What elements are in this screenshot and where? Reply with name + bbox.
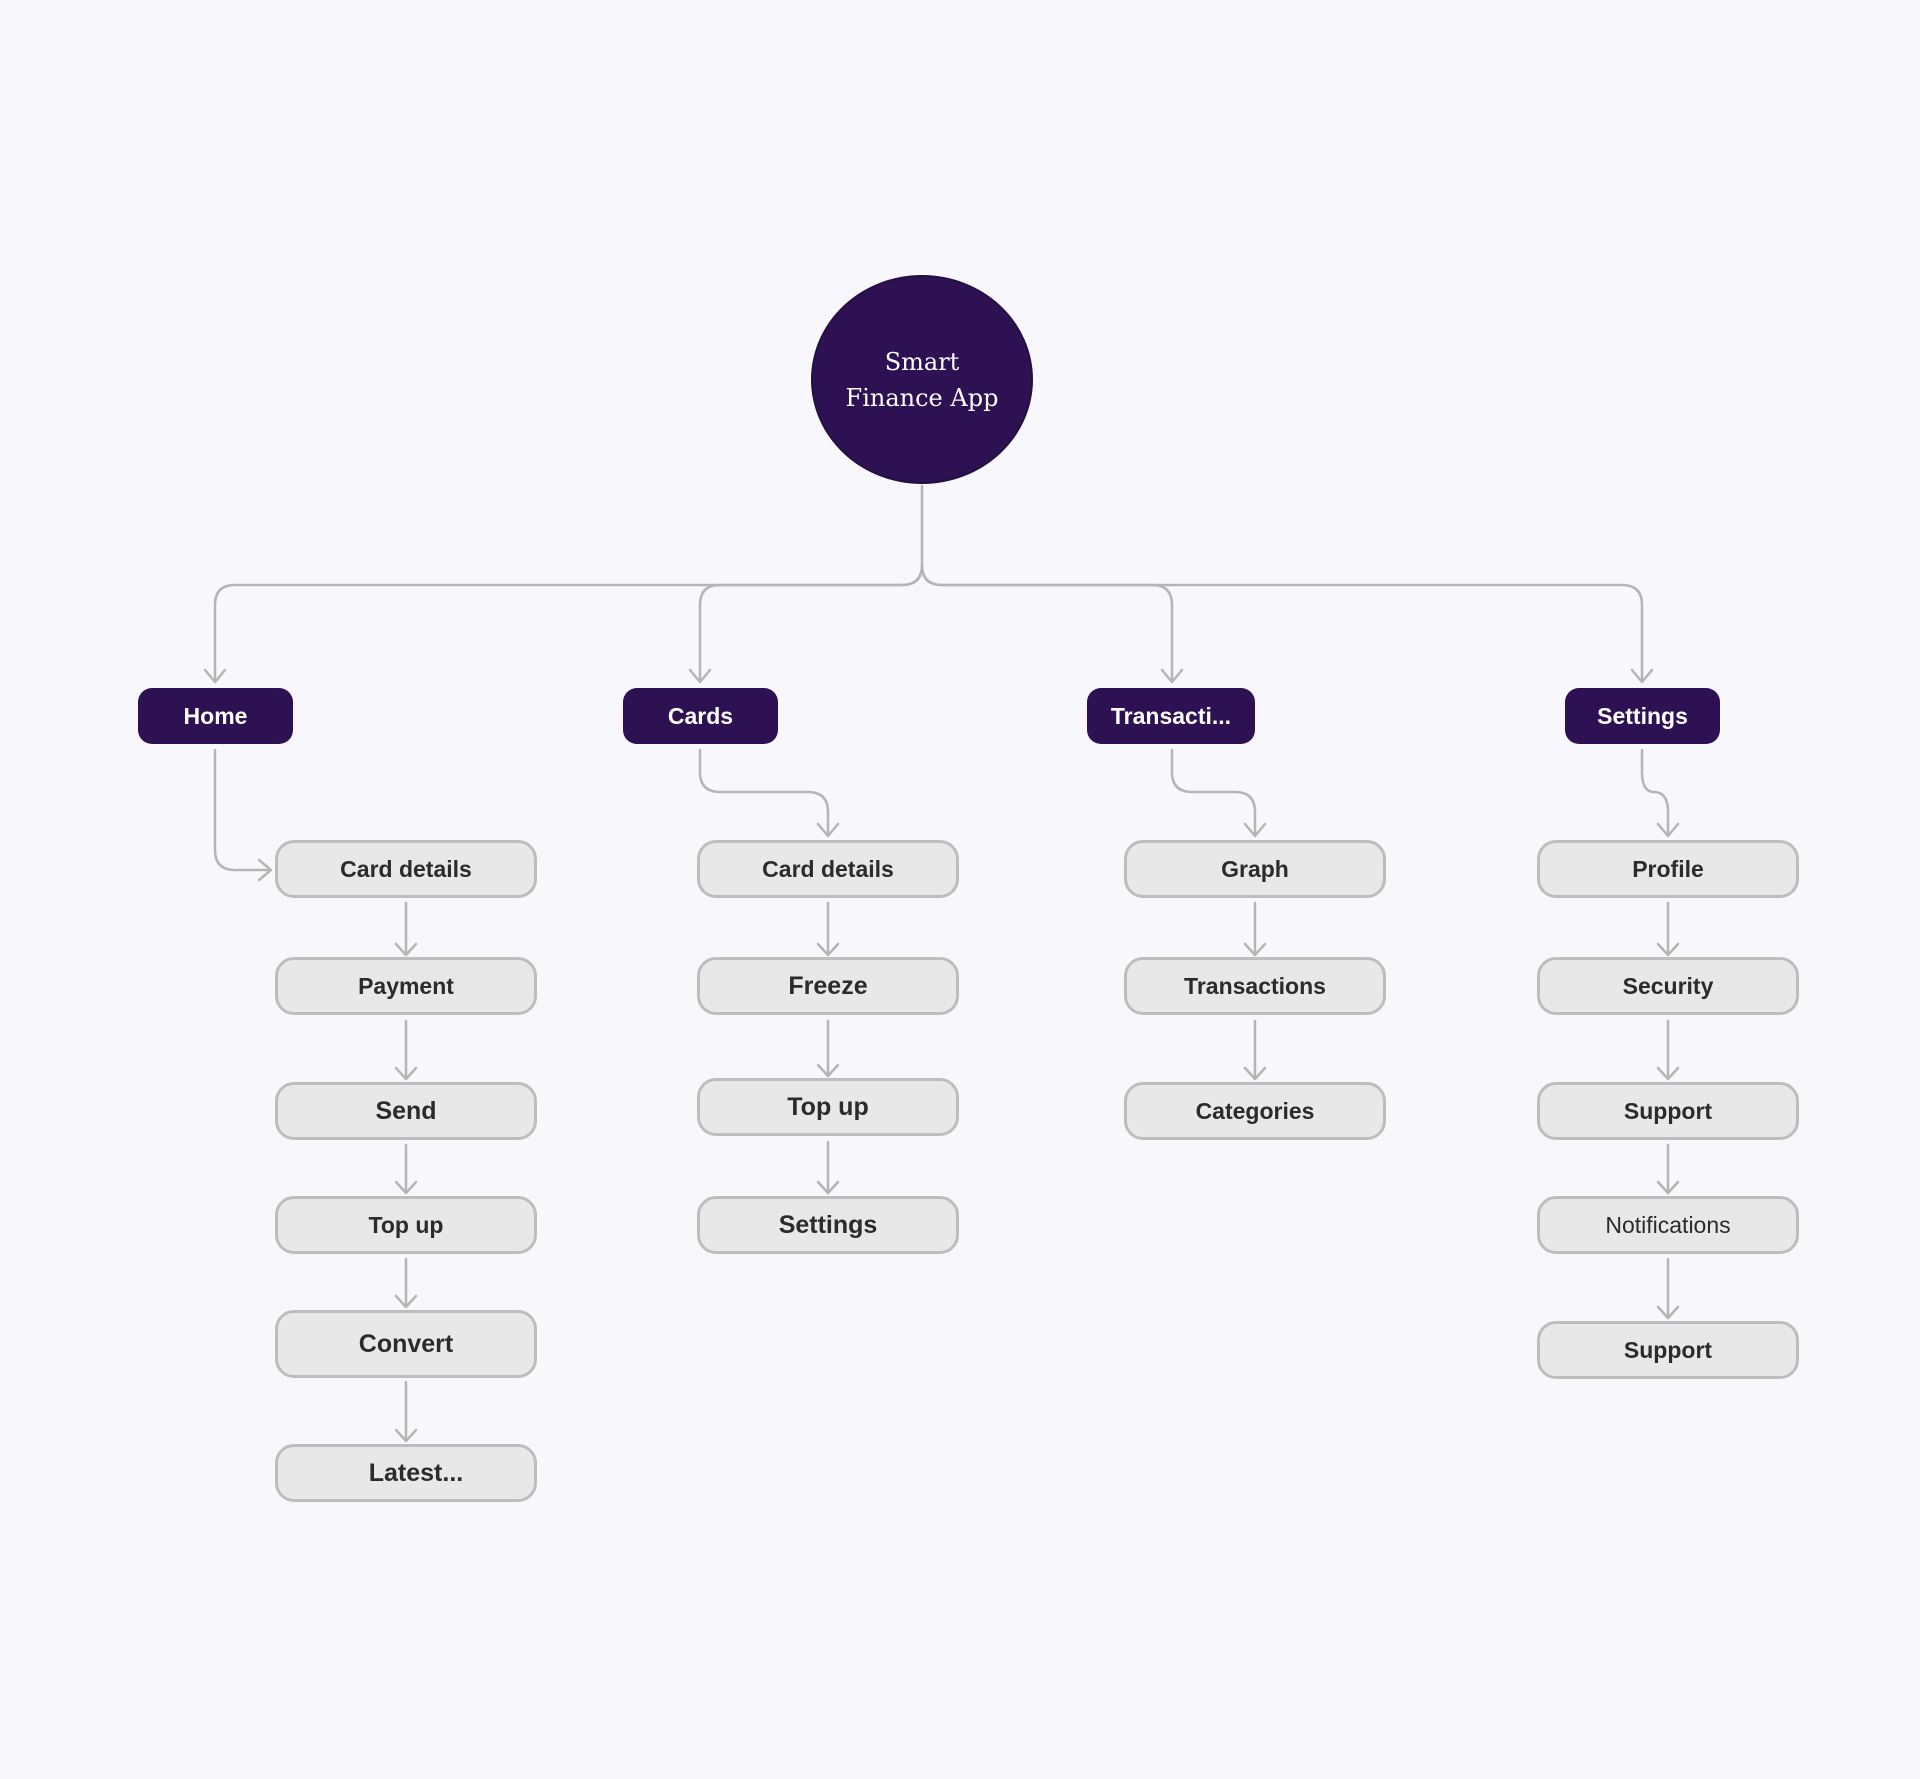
arrowhead	[816, 822, 840, 838]
connector-root-transactions	[920, 563, 1174, 682]
arrowhead	[1656, 1305, 1680, 1320]
root-node[interactable]: Smart Finance App	[811, 275, 1033, 484]
node-transactions-categories[interactable]: Categories	[1124, 1082, 1386, 1140]
node-cards-card-details[interactable]: Card details	[697, 840, 959, 898]
arrowhead	[688, 668, 712, 684]
category-node-transactions[interactable]: Transacti...	[1087, 688, 1255, 744]
arrowhead	[257, 858, 273, 882]
connector-settings-first	[1640, 748, 1670, 836]
arrowhead	[1243, 942, 1267, 957]
node-settings-notifications[interactable]: Notifications	[1537, 1196, 1799, 1254]
connector-home-first	[213, 748, 272, 872]
arrowhead	[1243, 1066, 1267, 1081]
node-cards-top-up[interactable]: Top up	[697, 1078, 959, 1136]
connector-root-cards	[698, 563, 924, 682]
arrowhead	[816, 942, 840, 957]
arrowhead	[816, 1063, 840, 1078]
arrowhead	[816, 1180, 840, 1195]
arrowhead	[1656, 1066, 1680, 1081]
category-node-settings[interactable]: Settings	[1565, 688, 1720, 744]
node-home-card-details[interactable]: Card details	[275, 840, 537, 898]
root-node-label: Smart Finance App	[842, 344, 1002, 416]
node-transactions-transactions[interactable]: Transactions	[1124, 957, 1386, 1015]
node-cards-freeze[interactable]: Freeze	[697, 957, 959, 1015]
arrowhead	[203, 668, 227, 684]
node-home-send[interactable]: Send	[275, 1082, 537, 1140]
root-node-label-line2: Finance App	[845, 383, 999, 412]
node-cards-settings[interactable]: Settings	[697, 1196, 959, 1254]
arrowhead	[394, 1066, 418, 1081]
connector-root-settings	[920, 563, 1644, 682]
arrowhead	[1656, 942, 1680, 957]
node-home-latest[interactable]: Latest...	[275, 1444, 537, 1502]
arrowhead	[394, 1294, 418, 1309]
node-home-payment[interactable]: Payment	[275, 957, 537, 1015]
connector-transactions-first	[1170, 748, 1257, 836]
arrowhead	[1160, 668, 1184, 684]
arrowhead	[1656, 822, 1680, 838]
node-home-convert[interactable]: Convert	[275, 1310, 537, 1378]
arrowhead	[1630, 668, 1654, 684]
category-node-home[interactable]: Home	[138, 688, 293, 744]
node-transactions-graph[interactable]: Graph	[1124, 840, 1386, 898]
connector-cards-first	[698, 748, 830, 836]
node-settings-profile[interactable]: Profile	[1537, 840, 1799, 898]
arrowhead	[394, 942, 418, 957]
node-home-top-up[interactable]: Top up	[275, 1196, 537, 1254]
arrowhead	[1243, 822, 1267, 838]
node-settings-support-2[interactable]: Support	[1537, 1321, 1799, 1379]
connector-root-home	[213, 484, 924, 682]
node-settings-security[interactable]: Security	[1537, 957, 1799, 1015]
root-node-label-line1: Smart	[884, 347, 960, 376]
arrowhead	[394, 1180, 418, 1195]
arrowhead	[394, 1428, 418, 1443]
arrowhead	[1656, 1180, 1680, 1195]
category-node-cards[interactable]: Cards	[623, 688, 778, 744]
node-settings-support[interactable]: Support	[1537, 1082, 1799, 1140]
